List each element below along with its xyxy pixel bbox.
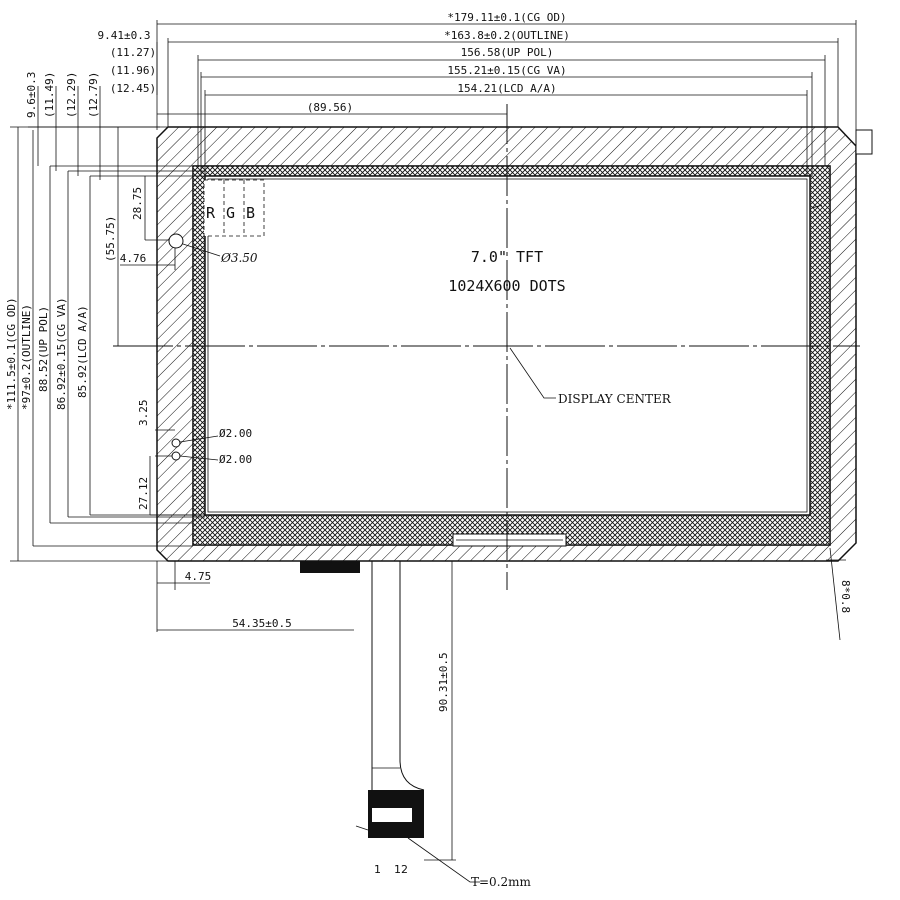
ic-chip	[300, 561, 360, 573]
dim-cg-va-top: (12.29)	[65, 72, 78, 118]
side-tab	[855, 129, 873, 155]
left-dimension-lines	[10, 86, 210, 632]
dim-cg-va-width: 155.21±0.15(CG VA)	[447, 64, 566, 77]
dim-small-hole-x: 4.75	[185, 570, 212, 583]
dim-up-pol-left: (11.27)	[110, 46, 156, 59]
dim-small-hole-gap: 3.25	[137, 400, 150, 427]
top-dimension-lines	[156, 20, 857, 176]
dim-up-pol-height: 88.52(UP POL)	[37, 306, 50, 392]
dim-outline-left: 9.41±0.3	[98, 29, 151, 42]
dim-up-pol-width: 156.58(UP POL)	[461, 46, 554, 59]
dim-small-hole-y: 27.12	[137, 477, 150, 510]
dim-fpc-length: 90.31±0.5	[437, 652, 450, 712]
fpc-thickness-label: T=0.2mm	[471, 875, 532, 889]
dim-top-offset: 9.6±0.3	[25, 72, 38, 118]
dim-rgb-offset: 28.75	[131, 187, 144, 220]
pin-last-label: 12	[394, 863, 408, 876]
pin-first-label: 1	[374, 863, 381, 876]
svg-text:R: R	[206, 204, 216, 222]
display-center-label: DISPLAY CENTER	[558, 392, 672, 406]
dim-up-pol-top: (11.49)	[43, 72, 56, 118]
dim-cg-od-height: *111.5±0.1(CG OD)	[5, 297, 18, 410]
dim-center-height: (55.75)	[104, 216, 117, 262]
hole-small-b-label: Ø2.00	[219, 453, 252, 466]
dim-cg-od-width: *179.11±0.1(CG OD)	[447, 11, 566, 24]
mounting-hole-small-a	[171, 438, 181, 448]
dim-lcd-aa-top: (12.79)	[87, 72, 100, 118]
mounting-hole-small-b	[171, 451, 181, 461]
display-resolution-label: 1024X600 DOTS	[448, 277, 565, 295]
rgb-subpixel-marker: R G B	[203, 179, 265, 237]
dim-half-width: (89.56)	[307, 101, 353, 114]
dim-lcd-aa-width: 154.21(LCD A/A)	[457, 82, 556, 95]
fpc-cable	[355, 561, 425, 838]
svg-text:G: G	[226, 204, 235, 222]
dim-lcd-aa-left: (12.45)	[110, 82, 156, 95]
dim-outline-width: *163.8±0.2(OUTLINE)	[444, 29, 570, 42]
dim-hole-offset: 4.76	[120, 252, 147, 265]
dim-lcd-aa-height: 85.92(LCD A/A)	[76, 305, 89, 398]
corner-chamfer-label: 8*0.8	[839, 580, 852, 613]
svg-text:B: B	[246, 204, 255, 222]
dim-fpc-x: 54.35±0.5	[232, 617, 292, 630]
display-size-label: 7.0" TFT	[471, 248, 543, 266]
mounting-hole-large	[168, 233, 184, 249]
dim-cg-va-left: (11.96)	[110, 64, 156, 77]
hole-large-label: Ø3.50	[220, 251, 258, 265]
dim-outline-height: *97±0.2(OUTLINE)	[20, 304, 33, 410]
dim-cg-va-height: 86.92±0.15(CG VA)	[55, 297, 68, 410]
hole-small-a-label: Ø2.00	[219, 427, 252, 440]
